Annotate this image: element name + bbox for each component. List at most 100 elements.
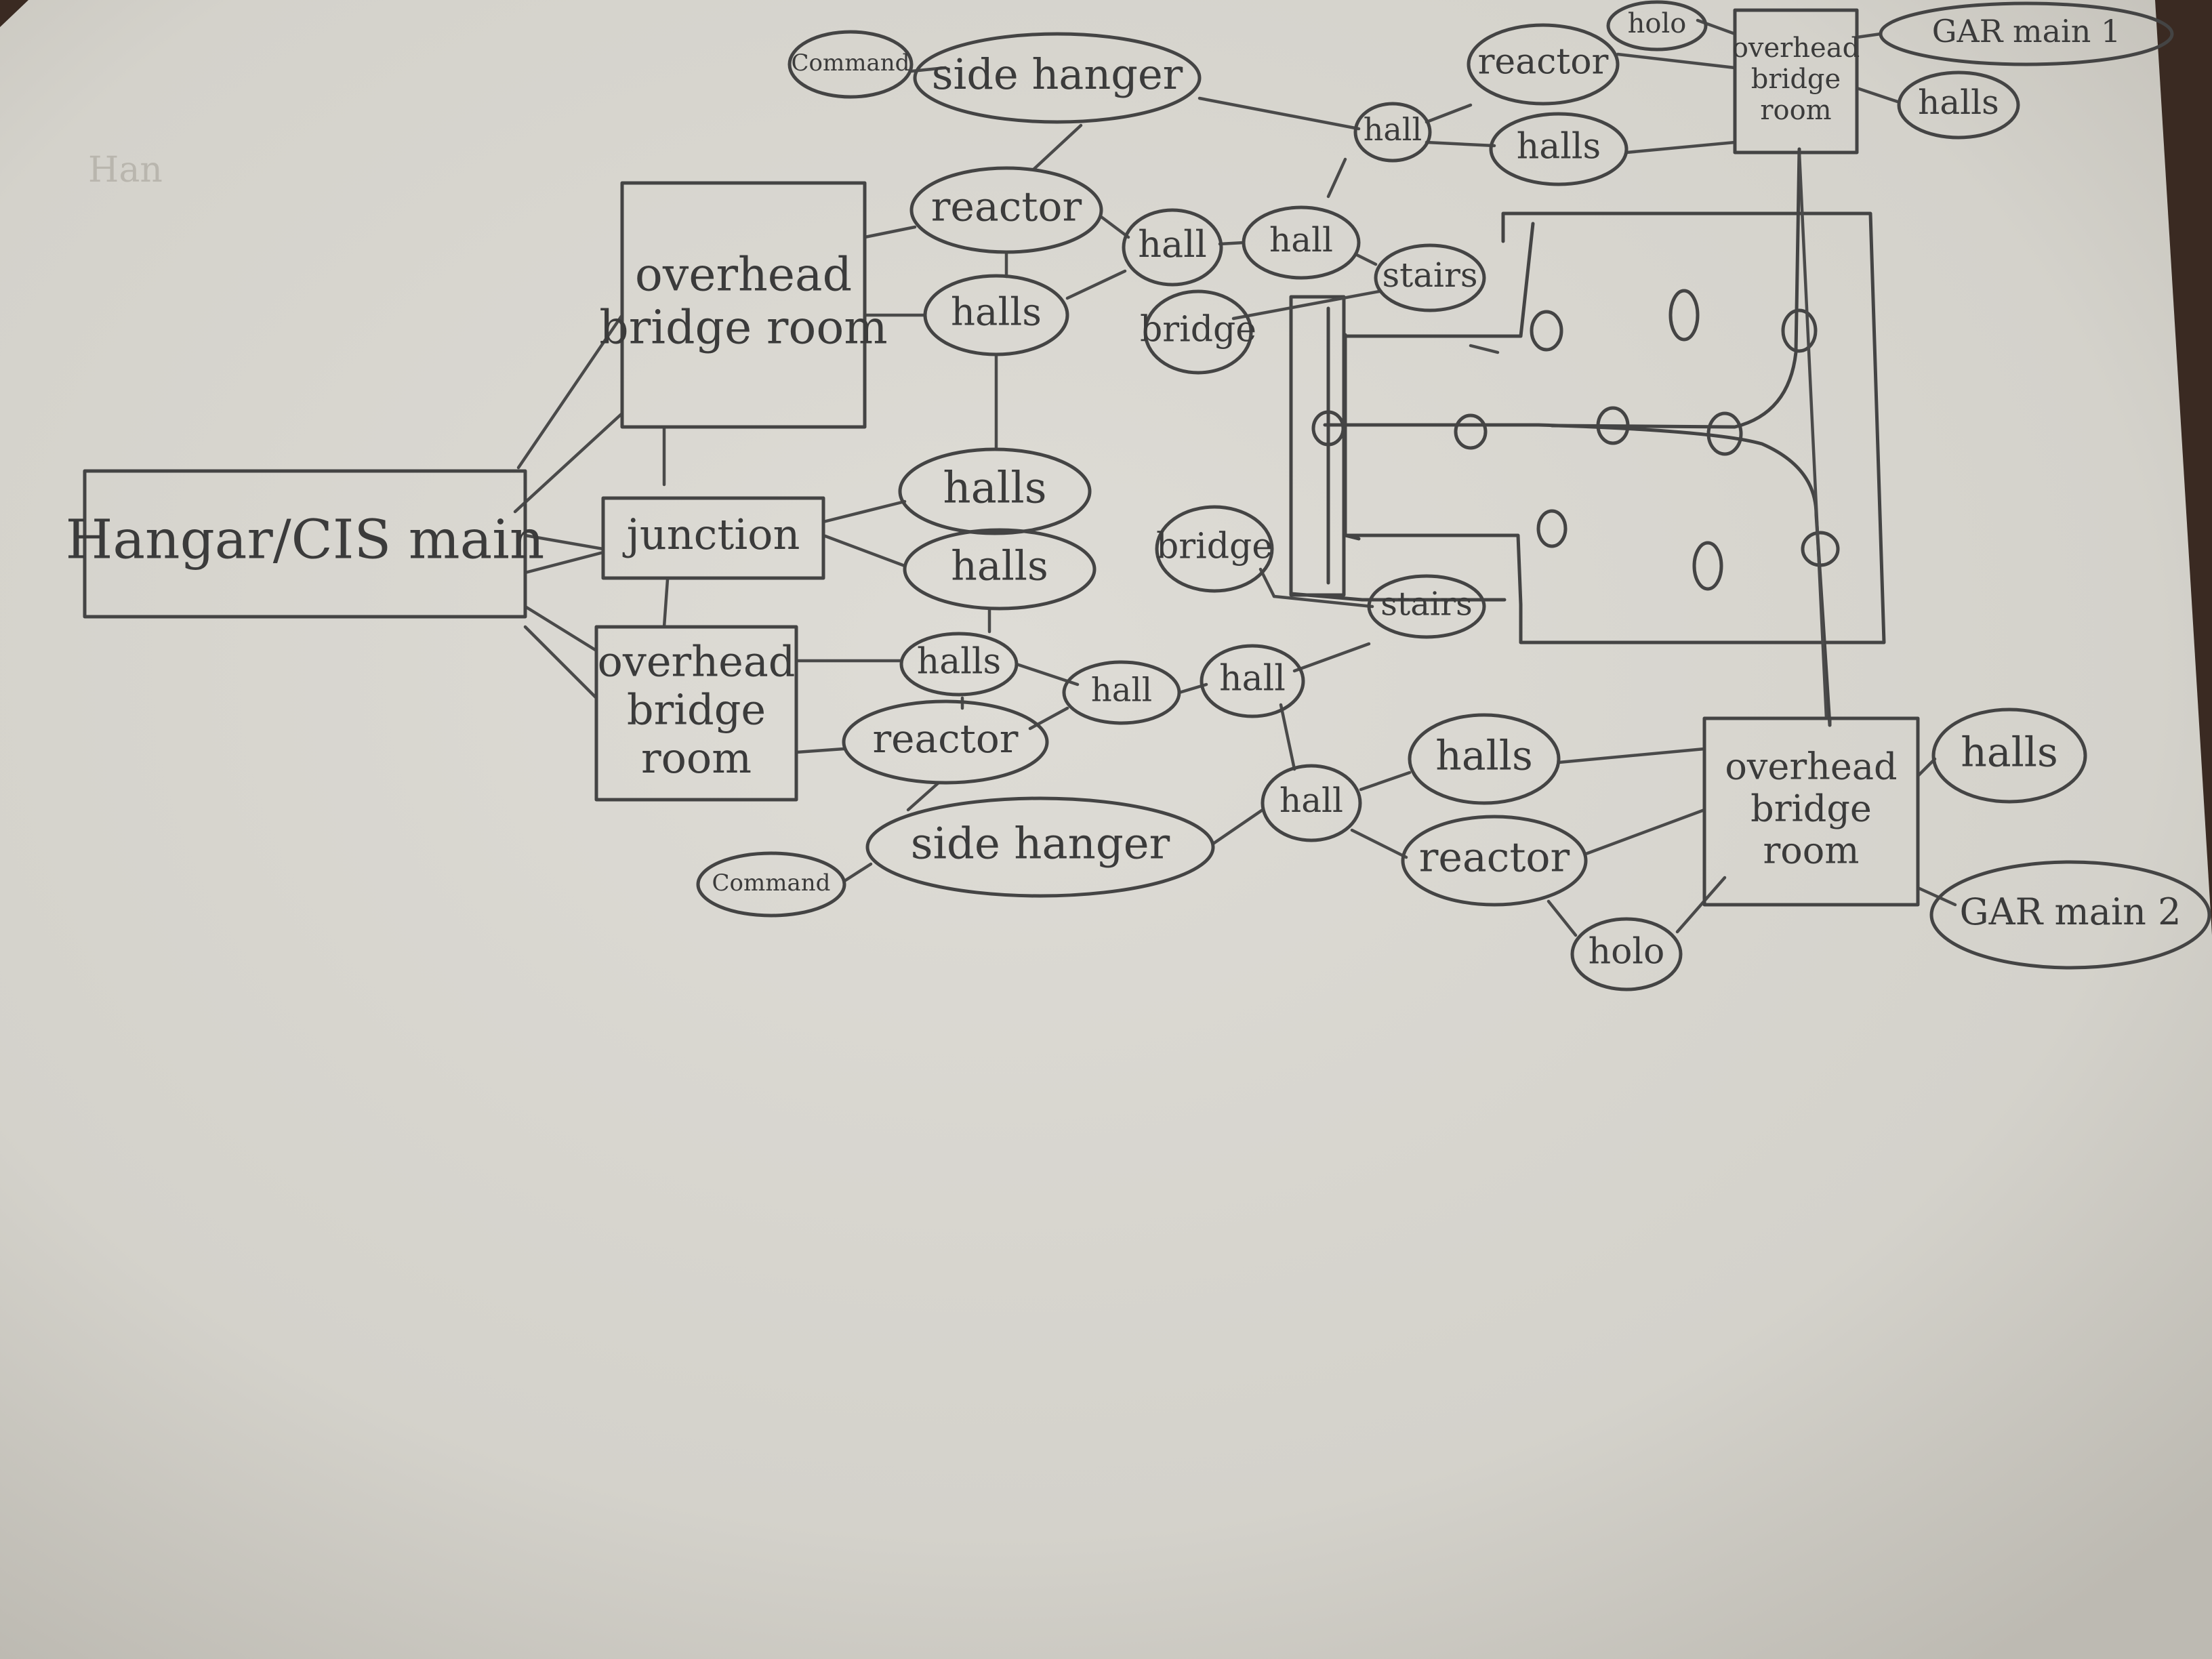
node-label: GAR main 2 xyxy=(1960,890,2182,933)
node-holo-top: holo xyxy=(1606,0,1708,52)
node-label: halls xyxy=(1517,127,1601,167)
area-bubble xyxy=(865,796,1215,898)
node-reactor-top-right: reactor xyxy=(1467,23,1620,106)
room-box xyxy=(1733,8,1859,155)
connector-line xyxy=(1624,140,1737,155)
node-command-top: Command xyxy=(787,30,914,99)
area-bubble xyxy=(1122,208,1223,287)
node-halls-top-right: halls xyxy=(1489,112,1629,186)
area-bubble xyxy=(899,632,1019,697)
node-label: side hanger xyxy=(911,819,1170,869)
node-halls-far-top-right: halls xyxy=(1897,70,2020,140)
area-bubble xyxy=(1200,644,1305,718)
node-stairs-top: stairs xyxy=(1374,243,1486,312)
node-label: room xyxy=(641,733,752,783)
area-bubble xyxy=(1062,660,1181,725)
connector-line xyxy=(1031,123,1083,171)
node-label: GAR main 1 xyxy=(1932,13,2121,49)
node-reactor-bottom-left: reactor xyxy=(842,699,1049,785)
connector-line xyxy=(1425,103,1473,124)
connector-line xyxy=(1675,876,1727,934)
node-label: hall xyxy=(1091,672,1152,710)
node-bridge-top: bridge xyxy=(1140,289,1256,375)
area-bubble xyxy=(787,30,914,99)
connector-line xyxy=(1359,771,1412,792)
connector-line xyxy=(821,533,907,568)
node-hall-top-a: hall xyxy=(1122,208,1223,287)
node-halls-top-left: halls xyxy=(923,274,1069,356)
node-label: reactor xyxy=(931,184,1082,231)
area-bubble xyxy=(1879,1,2174,66)
area-bubble xyxy=(923,274,1069,356)
node-label: halls xyxy=(1918,83,1999,122)
node-halls-bottom-left: halls xyxy=(899,632,1019,697)
node-label: room xyxy=(1760,95,1831,126)
node-hall-bottom-c: hall xyxy=(1261,764,1362,842)
node-label: holo xyxy=(1628,8,1687,39)
node-label: halls xyxy=(943,464,1046,514)
node-label: bridge xyxy=(1140,310,1256,350)
node-halls-far-bottom-right: halls xyxy=(1931,708,2087,804)
connector-line xyxy=(1211,808,1265,846)
node-label: stairs xyxy=(1382,255,1477,295)
area-bubble xyxy=(913,32,1202,124)
node-label: hall xyxy=(1269,220,1333,260)
area-bubble xyxy=(1155,505,1274,593)
node-label: hall xyxy=(1364,111,1422,148)
area-bubble xyxy=(1489,112,1629,186)
node-label: bridge xyxy=(1750,787,1872,830)
node-hall-top-c: hall xyxy=(1353,102,1432,163)
connector-line xyxy=(863,225,917,239)
node-label: reactor xyxy=(1419,834,1570,882)
node-label: halls xyxy=(951,543,1048,590)
node-label: halls xyxy=(1961,729,2058,777)
connector-line xyxy=(1916,886,1957,907)
node-halls-mid-1: halls xyxy=(898,447,1092,535)
node-label: room xyxy=(1763,830,1859,872)
node-label: bridge xyxy=(1751,64,1841,95)
node-hall-top-b: hall xyxy=(1242,205,1361,280)
node-side-hanger-top: side hanger xyxy=(913,32,1202,124)
connector-line xyxy=(1197,96,1361,131)
area-bubble xyxy=(1367,574,1486,639)
node-gar-main-1: GAR main 1 xyxy=(1879,1,2174,66)
area-bubble xyxy=(909,166,1103,254)
node-label: halls xyxy=(1435,733,1533,780)
node-label: reactor xyxy=(1478,42,1609,83)
node-label: halls xyxy=(951,291,1042,335)
connector-line xyxy=(1916,757,1937,778)
node-hangar-main: Hangar/CIS main xyxy=(66,469,545,619)
connector-line xyxy=(906,781,941,812)
connector-line xyxy=(523,625,598,700)
node-reactor-top-left: reactor xyxy=(909,166,1103,254)
area-bubble xyxy=(1929,860,2211,970)
room-box xyxy=(1702,716,1920,907)
connector-line xyxy=(1279,703,1296,771)
connector-line xyxy=(794,747,846,754)
connector-line xyxy=(1557,747,1706,764)
node-label: overhead xyxy=(1725,745,1897,787)
node-label: Command xyxy=(712,869,831,897)
connector-line xyxy=(1272,594,1374,609)
area-bubble xyxy=(1374,243,1486,312)
area-bubble xyxy=(842,699,1049,785)
node-label: hall xyxy=(1138,223,1207,266)
node-label: holo xyxy=(1589,932,1665,972)
node-label: reactor xyxy=(872,716,1018,762)
area-bubble xyxy=(1143,289,1253,375)
node-label: bridge room xyxy=(599,302,888,355)
connector-line xyxy=(1547,899,1578,937)
node-label: overhead xyxy=(1732,33,1860,64)
node-label: stairs xyxy=(1380,586,1472,623)
node-label: overhead xyxy=(635,248,852,302)
node-holo-bottom: holo xyxy=(1570,917,1683,991)
edge-layer xyxy=(513,18,1957,937)
connector-line xyxy=(523,605,598,653)
area-bubble xyxy=(1897,70,2020,140)
node-label: Hangar/CIS main xyxy=(66,508,545,571)
node-side-hanger-bottom: side hanger xyxy=(865,796,1215,898)
room-box xyxy=(601,496,825,580)
area-bubble xyxy=(1401,815,1588,907)
